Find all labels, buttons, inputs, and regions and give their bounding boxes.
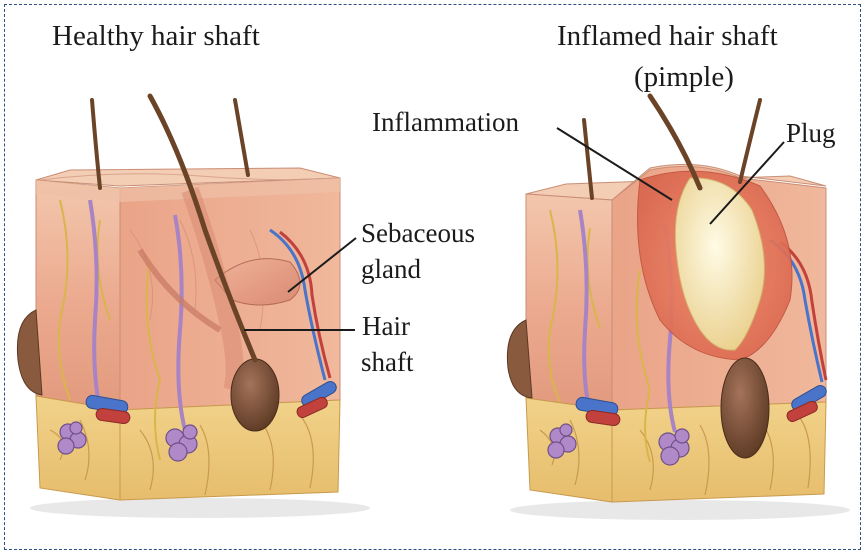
skin-block-healthy: [17, 96, 370, 518]
label-gland: gland: [361, 256, 421, 283]
skin-block-inflamed: [507, 96, 850, 520]
label-sebaceous: Sebaceous: [361, 220, 475, 247]
title-healthy: Healthy hair shaft: [52, 22, 260, 51]
label-inflammation: Inflammation: [372, 109, 519, 136]
title-inflamed: Inflamed hair shaft: [557, 22, 778, 51]
title-inflamed-sub: (pimple): [634, 63, 734, 92]
label-plug: Plug: [786, 120, 836, 147]
label-shaft: shaft: [361, 349, 413, 376]
label-hair: Hair: [362, 313, 410, 340]
